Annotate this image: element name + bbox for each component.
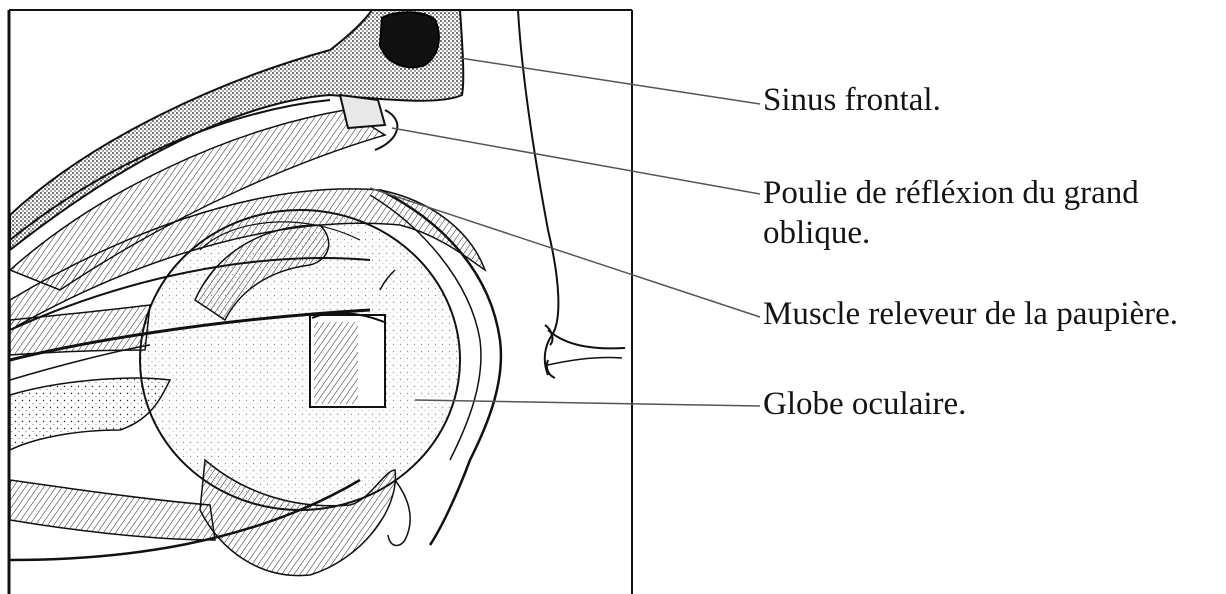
- skin-profile: [518, 10, 625, 375]
- leader-line-poulie: [392, 128, 760, 194]
- muscle-stump: [310, 313, 385, 407]
- frontal-sinus-cavity: [380, 12, 439, 67]
- label-sinus-frontal-text: Sinus frontal.: [763, 82, 941, 118]
- leader-line-sinus: [460, 58, 760, 104]
- label-poulie-line2: oblique.: [763, 213, 1139, 253]
- leader-line-globe: [415, 400, 760, 406]
- label-muscle-releveur-text: Muscle releveur de la paupière.: [763, 296, 1178, 332]
- label-globe-oculaire-text: Globe oculaire.: [763, 386, 966, 422]
- label-globe-oculaire: Globe oculaire.: [763, 384, 966, 424]
- label-poulie-line1: Poulie de réfléxion du grand: [763, 173, 1139, 213]
- label-poulie-reflexion: Poulie de réfléxion du grand oblique.: [763, 173, 1139, 253]
- optic-nerve: [10, 378, 170, 450]
- label-sinus-frontal: Sinus frontal.: [763, 80, 941, 120]
- label-muscle-releveur: Muscle releveur de la paupière.: [763, 294, 1178, 334]
